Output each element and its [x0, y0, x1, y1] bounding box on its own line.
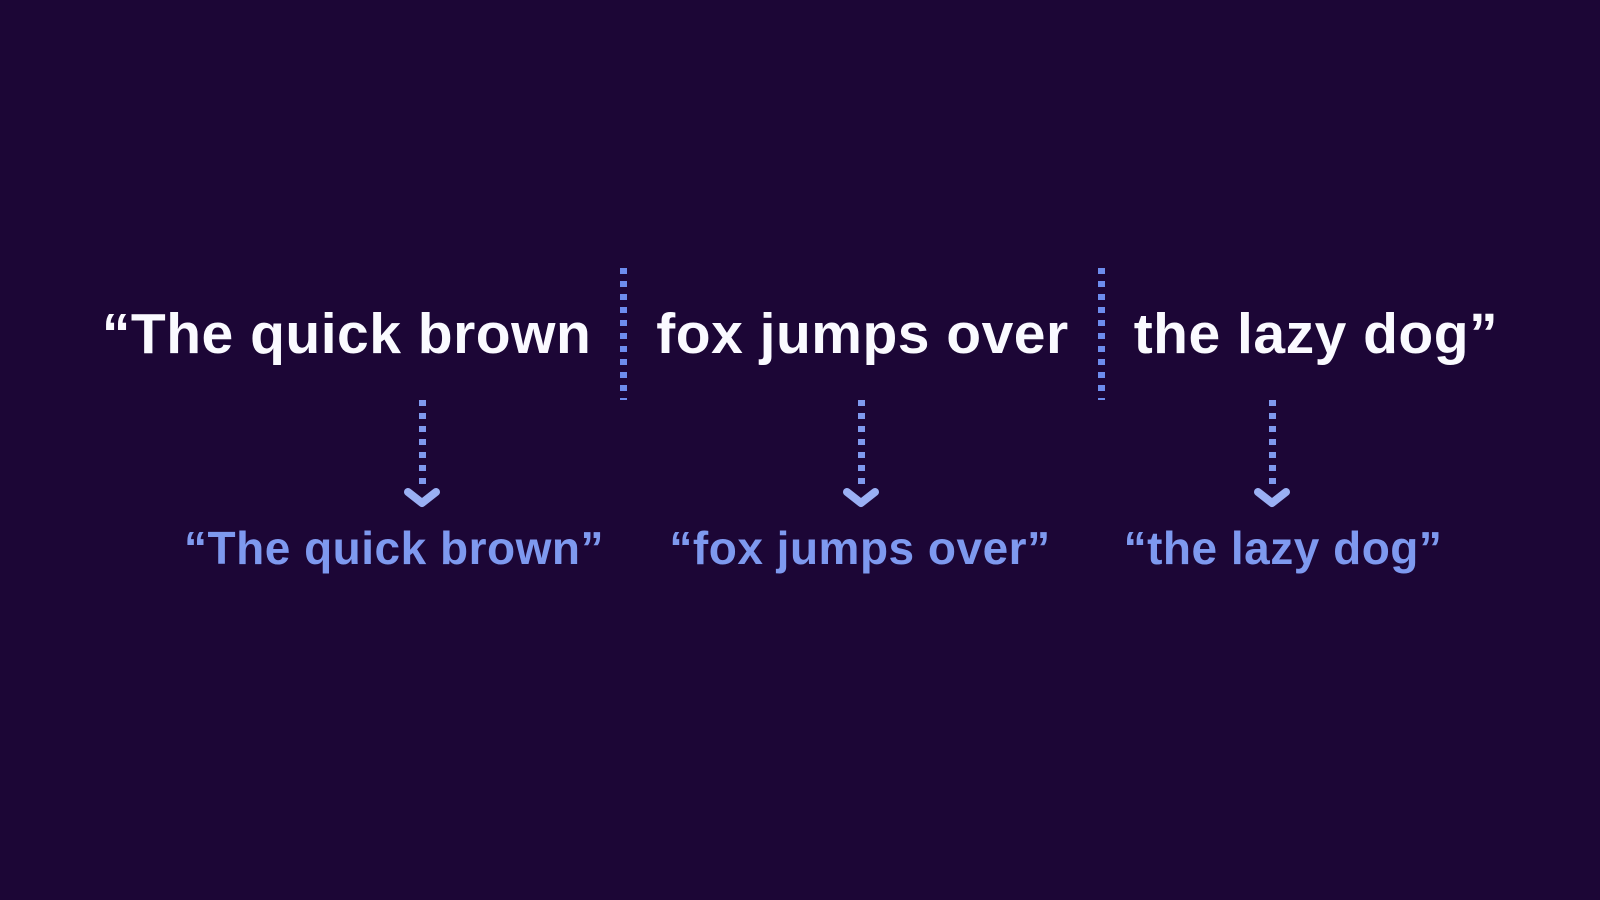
chunk-caption-1: “The quick brown” [184, 522, 604, 574]
arrow-head-chevron [404, 488, 440, 507]
arrow-head-chevron [843, 488, 879, 507]
sentence-chunk-1: “The quick brown [101, 301, 592, 366]
dotted-divider-icon-1 [620, 268, 628, 400]
arrow-head-chevron [1254, 488, 1290, 507]
arrow-shaft [857, 400, 865, 486]
chunk-caption-3: “the lazy dog” [1123, 522, 1443, 574]
sentence-row: “The quick brown fox jumps over the lazy… [0, 268, 1600, 400]
sentence-chunk-2: fox jumps over [656, 301, 1069, 366]
dotted-divider-icon-2 [1097, 268, 1105, 400]
down-arrow-icon-1 [403, 400, 441, 509]
down-arrow-icon-3 [1253, 400, 1291, 509]
arrow-shaft [418, 400, 426, 486]
down-arrow-icon-2 [842, 400, 880, 509]
sentence-chunk-3: the lazy dog” [1133, 301, 1499, 366]
arrow-shaft [1268, 400, 1276, 486]
chunk-caption-2: “fox jumps over” [669, 522, 1051, 574]
